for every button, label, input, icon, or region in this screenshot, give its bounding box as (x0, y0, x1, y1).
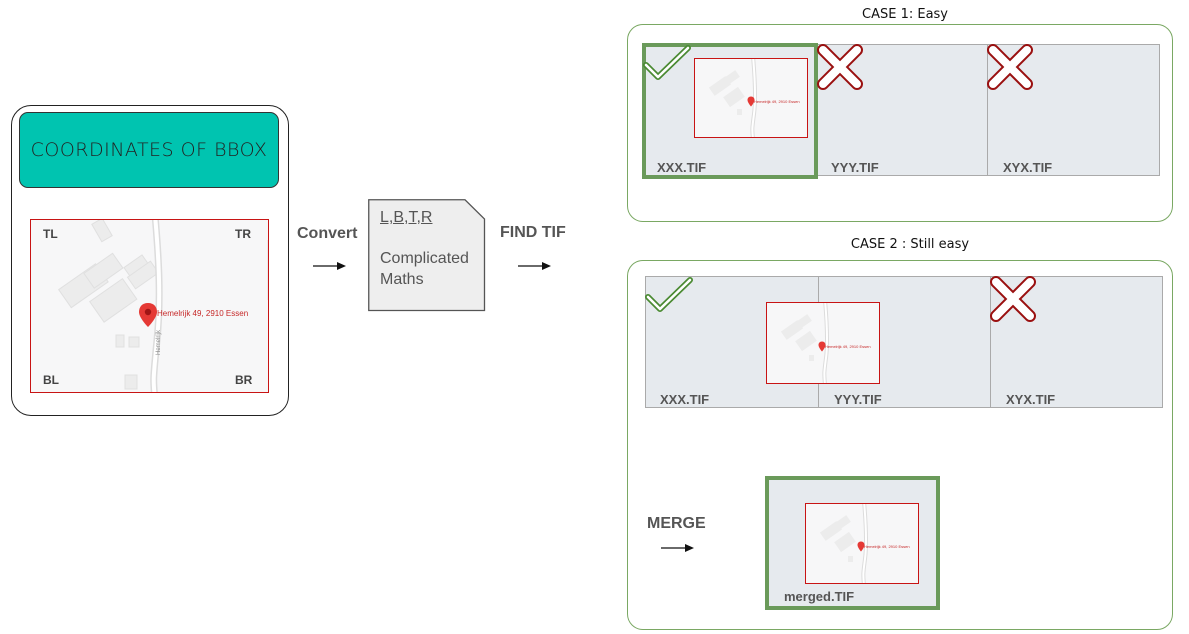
case1-tile-label-2: YYY.TIF (831, 160, 879, 175)
merged-tile-label: merged.TIF (784, 589, 855, 604)
pin-label: Hemelrijk 49, 2910 Essen (157, 309, 249, 318)
arrow-right-icon (313, 262, 346, 270)
case2-tile-label-2: YYY.TIF (834, 392, 882, 407)
case2-title: CASE 2 : Still easy (850, 237, 970, 252)
case2-tile-label-1: XXX.TIF (660, 392, 710, 407)
merged-pin-label: Hemelrijk 49, 2910 Essen (864, 544, 910, 549)
map-drawing: Hemelrijk (57, 220, 268, 392)
cross-icon (990, 276, 1036, 322)
corner-br: BR (235, 373, 253, 387)
case1-tile-label-3: XYX.TIF (1003, 160, 1053, 175)
bbox-title: COORDINATES OF BBOX (19, 112, 279, 188)
check-icon (645, 277, 693, 312)
case1-tile-label-1: XXX.TIF (657, 160, 707, 175)
case2-tile-label-3: XYX.TIF (1006, 392, 1056, 407)
case1-title: CASE 1: Easy (862, 7, 948, 22)
cross-icon (817, 44, 863, 90)
check-icon (643, 45, 691, 80)
map-pin-icon (857, 541, 865, 552)
street-label: Hemelrijk (156, 329, 162, 355)
corner-tl: TL (43, 227, 58, 241)
corner-bl: BL (43, 373, 59, 387)
case1-selected-frame (642, 43, 818, 179)
cross-icon (987, 44, 1033, 90)
convert-label: Convert (297, 225, 358, 242)
map-pin-icon (747, 96, 755, 107)
map-pin-icon (139, 303, 157, 327)
doc-line-2: Maths (380, 271, 424, 288)
corner-tr: TR (235, 227, 251, 241)
arrow-right-icon (661, 544, 694, 552)
case2-pin-label: Hemelrijk 49, 2910 Essen (825, 344, 871, 349)
merge-label: MERGE (647, 515, 706, 532)
document-shape (368, 199, 486, 312)
doc-heading: L,B,T,R (380, 209, 433, 226)
arrow-right-icon (518, 262, 551, 270)
case1-pin-label: Hemelrijk 49, 2910 Essen (754, 99, 800, 104)
map-pin-icon (818, 341, 826, 352)
doc-line-1: Complicated (380, 250, 469, 267)
find-tif-label: FIND TIF (500, 224, 566, 241)
